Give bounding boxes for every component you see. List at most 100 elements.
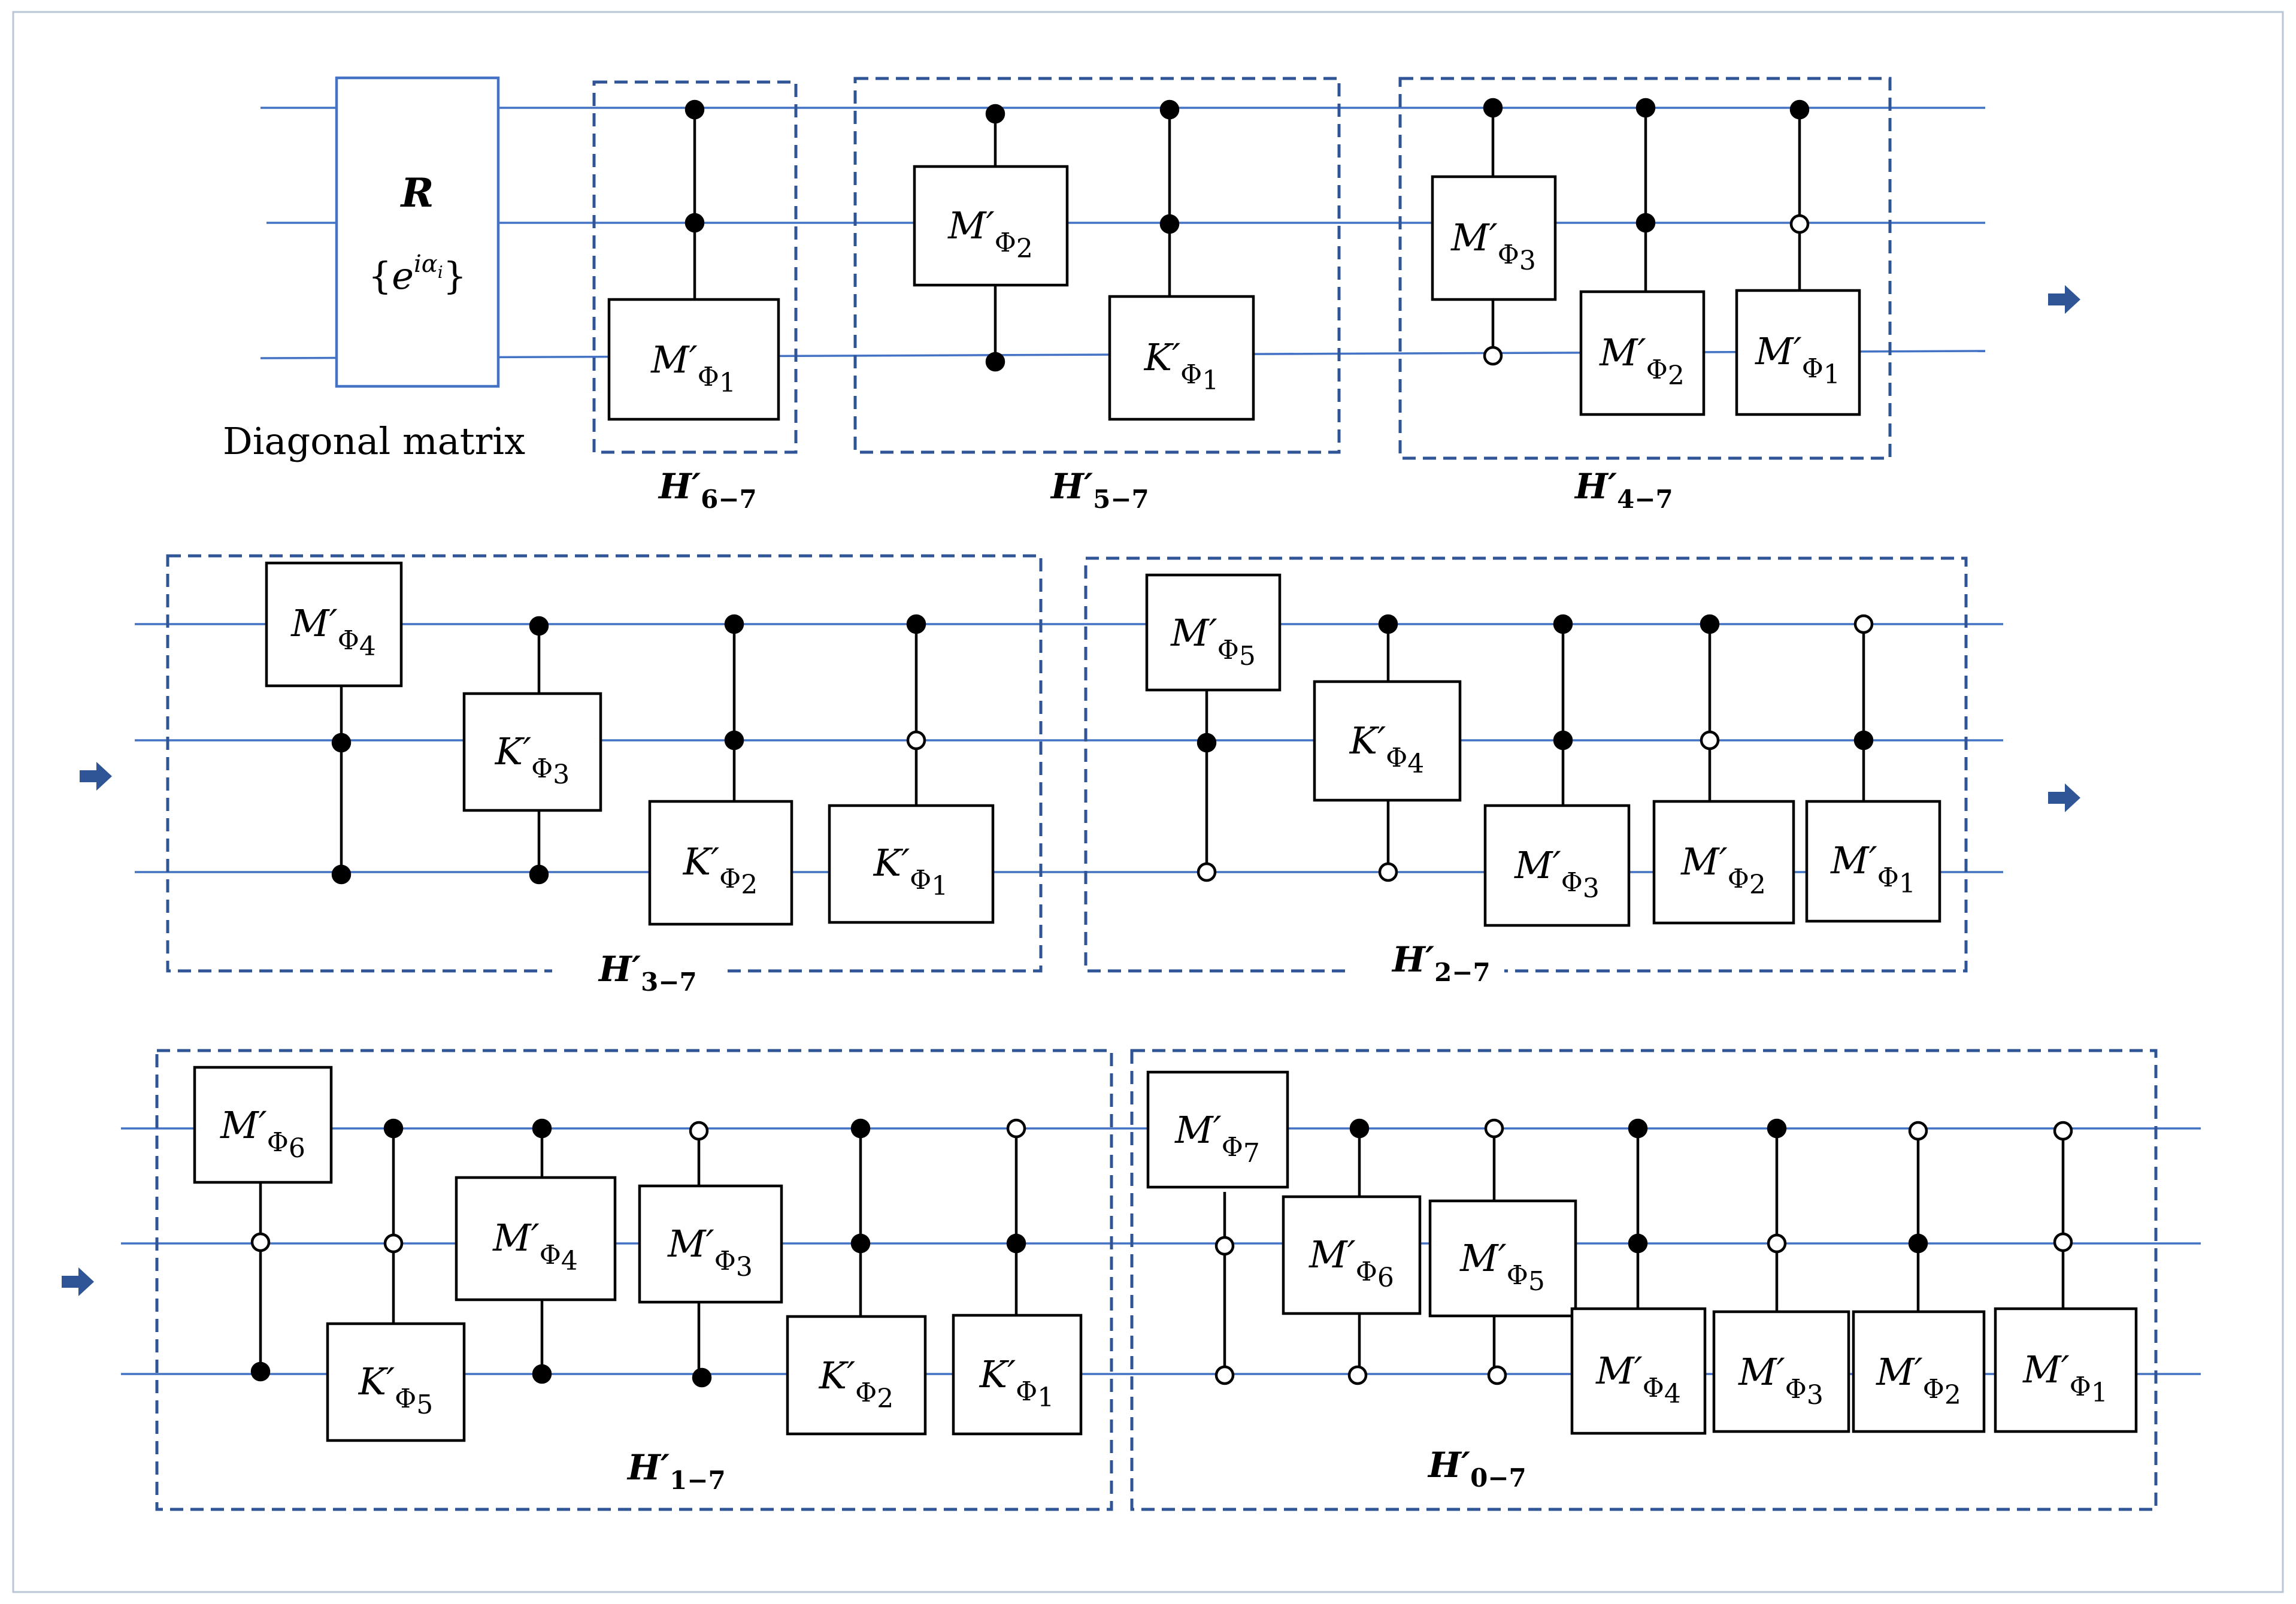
control-dot-filled [724,730,744,750]
svg-text:M′Φ2: M′Φ2 [1680,840,1766,900]
control-dot-filled [692,1367,712,1388]
control-dot-filled [1159,99,1180,120]
control-dot-filled [1349,1118,1370,1139]
right-arrow-icon [2048,783,2080,812]
svg-text:K′Φ3: K′Φ3 [495,730,570,790]
row-3: M′Φ6 K′Φ5 M′Φ4 M′Φ3 K′Φ2 K′Φ1 M′Φ7 M′Φ6 [62,1049,2201,1511]
control-dot-filled [684,99,705,120]
control-dot-filled [532,1364,552,1384]
control-dot-open [1700,730,1720,750]
control-dot-open [1214,1236,1235,1256]
control-dot-open [383,1233,404,1254]
diagonal-matrix-block: R {eiαi} [335,76,500,388]
outer-frame [12,11,2284,1593]
control-dot-filled [1628,1118,1648,1139]
gate-h0-m4: M′Φ4 [1570,1307,1707,1435]
gate-h3-k3: K′Φ3 [462,692,602,812]
control-dot-open [1908,1121,1928,1141]
svg-text:M′Φ2: M′Φ2 [1876,1350,1961,1411]
gate-h3-k1: K′Φ1 [828,804,995,924]
control-dot-filled [850,1233,871,1254]
control-dot-filled [383,1118,404,1139]
gate-h0-m6: M′Φ6 [1282,1195,1422,1315]
control-dot-filled [331,733,352,753]
control-dot-open [906,730,926,750]
gate-h5-m2: M′Φ2 [913,165,1069,287]
control-dot-open [1378,862,1398,882]
group-label-h6-7: H′6−7 [658,466,757,514]
control-dot-filled [1378,614,1398,634]
svg-text:K′Φ1: K′Φ1 [873,841,948,901]
group-label-h5-7: H′5−7 [1050,466,1149,514]
svg-text:M′Φ3: M′Φ3 [1514,843,1600,904]
control-dot-open [2053,1232,2073,1252]
group-label-h2-7: H′2−7 [1391,939,1491,987]
control-dot-filled [1635,98,1656,118]
control-dot-filled [529,616,549,636]
svg-text:M′Φ5: M′Φ5 [1170,611,1256,671]
control-dot-filled [1553,614,1573,634]
control-dot-open [1006,1118,1026,1139]
group-box-h0-7 [1130,1049,2158,1511]
control-dot-open [1347,1365,1368,1385]
svg-text:M′Φ7: M′Φ7 [1174,1108,1260,1169]
svg-text:K′Φ2: K′Φ2 [819,1354,893,1414]
svg-text:M′Φ1: M′Φ1 [650,338,736,398]
control-dot-filled [1006,1233,1026,1254]
group-box-h3-7 [166,554,1043,973]
r-box [335,76,500,388]
svg-text:M′Φ3: M′Φ3 [1738,1350,1824,1411]
control-dot-open [689,1121,709,1141]
gate-h1-k1: K′Φ1 [952,1314,1083,1436]
r-title: R [400,170,434,216]
control-dot-filled [985,104,1005,124]
gate-h2-m1: M′Φ1 [1805,800,1941,923]
gate-h0-m2: M′Φ2 [1852,1310,1986,1433]
control-dot-filled [1197,733,1217,753]
svg-text:M′Φ2: M′Φ2 [1599,331,1685,391]
control-dot-filled [529,864,549,885]
control-dot-open [1214,1365,1235,1385]
r-formula-close: } [443,254,467,298]
group-box-h1-7 [155,1049,1113,1511]
control-dot-filled [331,864,352,885]
gate-h2-k4: K′Φ4 [1313,680,1462,802]
gate-h4-m2: M′Φ2 [1579,290,1706,416]
gate-h1-k2: K′Φ2 [786,1315,927,1436]
gate-h4-m1: M′Φ1 [1735,289,1861,416]
svg-text:K′Φ4: K′Φ4 [1349,719,1424,779]
gate-h3-k2: K′Φ2 [648,800,793,926]
r-formula-exponent: iα [414,250,438,278]
control-dot-filled [724,614,744,634]
gate-h0-m3: M′Φ3 [1712,1310,1850,1433]
svg-text:M′Φ4: M′Φ4 [1595,1349,1681,1409]
control-dot-open [1767,1233,1787,1254]
control-dot-open [1853,614,1874,634]
gate-h0-m5: M′Φ5 [1428,1199,1577,1318]
gate-h1-m6: M′Φ6 [193,1066,333,1184]
control-dot-filled [1628,1233,1648,1254]
control-dot-filled [250,1361,271,1382]
control-dot-filled [985,352,1005,372]
svg-text:M′Φ5: M′Φ5 [1459,1236,1545,1297]
control-dot-filled [1767,1118,1787,1139]
control-dot-filled [1908,1233,1928,1254]
svg-text:M′Φ3: M′Φ3 [667,1222,753,1282]
control-dot-filled [1700,614,1720,634]
r-formula-open: { [368,254,392,298]
group-label-h1-7: H′1−7 [626,1447,726,1495]
svg-text:K′Φ1: K′Φ1 [1144,335,1219,396]
control-dot-open [1487,1365,1507,1385]
row-2: M′Φ4 K′Φ3 K′Φ2 K′Φ1 M′Φ5 K′Φ4 M′Φ3 M′Φ2 [80,554,2080,997]
right-arrow-icon [62,1267,94,1296]
control-dot-filled [1853,730,1874,750]
gate-h4-m3: M′Φ3 [1431,175,1557,301]
group-box-h5-7 [853,77,1341,454]
row-1: R {eiαi} Diagonal matrix M′Φ1 M′Φ2 K′Φ1 [223,76,2080,514]
svg-text:M′Φ1: M′Φ1 [1830,839,1916,899]
r-formula-base: e [392,254,414,298]
svg-text:K′Φ5: K′Φ5 [358,1360,433,1420]
control-dot-filled [1159,214,1180,234]
gate-h0-m1: M′Φ1 [1994,1307,2138,1433]
control-dot-open [1789,214,1810,234]
